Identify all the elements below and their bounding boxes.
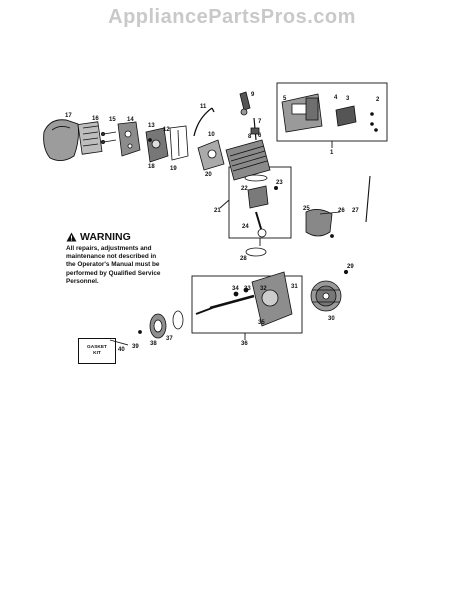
watermark: AppliancePartsPros.com bbox=[108, 6, 356, 28]
ignition-module-part bbox=[305, 209, 341, 238]
callout-30: 30 bbox=[328, 316, 335, 322]
crankcase-part bbox=[209, 271, 293, 327]
callout-11: 11 bbox=[200, 104, 207, 110]
callout-7: 7 bbox=[258, 119, 262, 125]
callout-10: 10 bbox=[208, 132, 215, 138]
callout-labels: 1 2 3 4 5 6 7 8 9 10 11 12 13 14 15 16 1… bbox=[65, 92, 380, 353]
flywheel-part bbox=[310, 280, 342, 312]
cylinder-part bbox=[225, 139, 271, 181]
callout-33: 33 bbox=[244, 286, 251, 292]
callout-1: 1 bbox=[330, 150, 334, 156]
gasket-kit-line1: GASKET bbox=[87, 345, 107, 350]
warning-line: performed by Qualified Service bbox=[66, 269, 161, 277]
group-box-crankcase bbox=[191, 275, 303, 334]
callout-9: 9 bbox=[251, 92, 255, 98]
carburetor-part bbox=[145, 127, 169, 163]
piston-part bbox=[244, 174, 278, 238]
callout-16: 16 bbox=[92, 116, 99, 122]
warning-line: the Operator's Manual must be bbox=[66, 261, 160, 269]
callout-36: 36 bbox=[241, 341, 248, 347]
callout-23: 23 bbox=[276, 180, 283, 186]
callout-15: 15 bbox=[109, 117, 116, 123]
callout-22: 22 bbox=[241, 186, 248, 192]
callout-35: 35 bbox=[258, 320, 265, 326]
callout-26: 26 bbox=[338, 208, 345, 214]
gasket-kit-box: GASKET KIT bbox=[78, 338, 116, 364]
callout-19: 19 bbox=[170, 166, 177, 172]
callout-8: 8 bbox=[248, 134, 252, 140]
warning-title: WARNING bbox=[80, 231, 131, 243]
callout-29: 29 bbox=[347, 264, 354, 270]
warning-notice: WARNING All repairs, adjustments and mai… bbox=[66, 231, 186, 286]
callout-24: 24 bbox=[242, 224, 249, 230]
callout-5: 5 bbox=[283, 96, 287, 102]
callout-2: 2 bbox=[376, 97, 380, 103]
callout-14: 14 bbox=[127, 117, 134, 123]
primer-part bbox=[239, 91, 251, 116]
intake-manifold-part bbox=[197, 139, 225, 171]
callout-12: 12 bbox=[163, 127, 170, 133]
callout-4: 4 bbox=[334, 95, 338, 101]
callout-21: 21 bbox=[214, 208, 221, 214]
callout-3: 3 bbox=[346, 96, 350, 102]
callout-32: 32 bbox=[260, 286, 267, 292]
warning-line: maintenance not described in bbox=[66, 253, 157, 261]
callout-25: 25 bbox=[303, 206, 310, 212]
callout-20: 20 bbox=[205, 172, 212, 178]
spark-wire-part bbox=[365, 175, 371, 223]
warning-heading: WARNING bbox=[66, 231, 186, 243]
callout-40: 40 bbox=[118, 347, 125, 353]
screw-part bbox=[101, 131, 117, 144]
callout-17: 17 bbox=[65, 113, 72, 119]
callout-18: 18 bbox=[148, 164, 155, 170]
callout-28: 28 bbox=[240, 256, 247, 262]
starter-assembly-part bbox=[138, 307, 213, 339]
callout-39: 39 bbox=[132, 344, 139, 350]
gasket-plate-part bbox=[169, 125, 189, 161]
callout-37: 37 bbox=[166, 336, 173, 342]
muffler-assembly-part bbox=[281, 93, 378, 133]
callout-27: 27 bbox=[352, 208, 359, 214]
air-filter-base-part bbox=[117, 121, 141, 157]
callout-6: 6 bbox=[258, 133, 262, 139]
spark-plug-part bbox=[250, 117, 260, 141]
warning-triangle-icon bbox=[66, 232, 77, 242]
callout-34: 34 bbox=[232, 286, 239, 292]
air-filter-cover-part bbox=[43, 119, 79, 161]
callout-13: 13 bbox=[148, 123, 155, 129]
air-filter-part bbox=[77, 121, 103, 155]
crankcase-gasket-part bbox=[245, 247, 267, 257]
warning-line: Personnel. bbox=[66, 277, 99, 285]
gasket-kit-line2: KIT bbox=[93, 351, 101, 356]
nut-part bbox=[343, 269, 349, 275]
callout-38: 38 bbox=[150, 341, 157, 347]
callout-31: 31 bbox=[291, 284, 298, 290]
warning-line: All repairs, adjustments and bbox=[66, 245, 152, 252]
throttle-cable-part bbox=[193, 107, 215, 137]
